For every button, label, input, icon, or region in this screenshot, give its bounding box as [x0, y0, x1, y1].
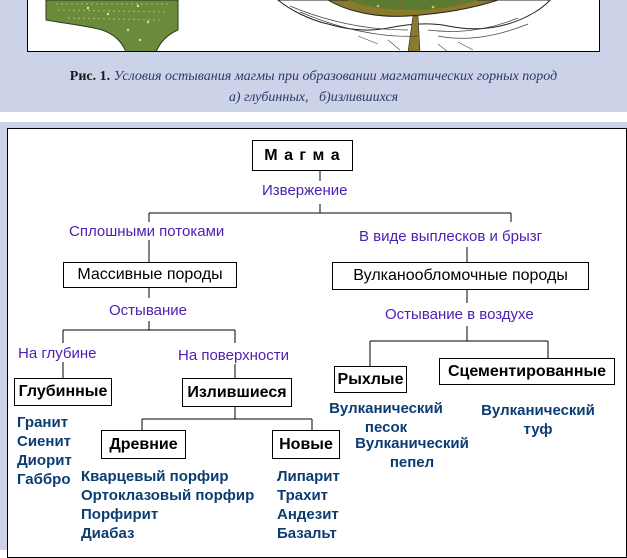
list-item: Диабаз [81, 525, 135, 542]
new-rock-examples: Липарит Трахит Андезит Базальт [277, 467, 340, 543]
list-item: Ортоклазовый порфир [81, 487, 255, 504]
splash-label: В виде выплесков и брызг [359, 228, 543, 245]
eruption-label: Извержение [262, 182, 348, 199]
ancient-rocks-box: Древние [101, 430, 186, 459]
cooling-label: Остывание [109, 302, 187, 319]
caption-label: Рис. 1. [69, 69, 111, 84]
list-item: Андезит [277, 506, 339, 523]
figure-illustration [27, 0, 600, 52]
deep-rock-examples: Гранит Сиенит Диорит Габбро [17, 413, 72, 489]
list-item: Вулканический [481, 402, 595, 419]
list-item: пепел [389, 454, 435, 471]
list-item: Вулканический [355, 435, 469, 452]
list-item: Габбро [17, 471, 71, 488]
cemented-rock-examples: Вулканический туф [474, 401, 602, 439]
loose-rock-examples-2: Вулканический пепел [348, 434, 476, 472]
magma-cross-section-illustration [45, 0, 551, 51]
continuous-flow-label: Сплошными потоками [69, 223, 225, 240]
cooling-in-air-label: Остывание в воздухе [385, 306, 534, 323]
figure-panel: Рис. 1. Условия остывания магмы при обра… [0, 0, 627, 112]
deep-rocks-box: Глубинные [14, 378, 112, 406]
volcanoclastic-rocks-box: Вулканообломочные породы [332, 262, 589, 290]
list-item: Диорит [17, 452, 72, 469]
list-item: Липарит [277, 468, 340, 485]
loose-rock-examples: Вулканический песок [322, 399, 450, 437]
at-depth-label: На глубине [18, 345, 97, 362]
ancient-rock-examples: Кварцевый порфир Ортоклазовый порфир Пор… [81, 467, 254, 543]
classification-diagram: М а г м а Извержение Сплошными потоками … [7, 128, 627, 558]
figure-caption: Рис. 1. Условия остывания магмы при обра… [0, 66, 627, 108]
diagram-panel: М а г м а Извержение Сплошными потоками … [0, 122, 627, 558]
magma-box: М а г м а [252, 140, 353, 171]
list-item: Трахит [277, 487, 329, 504]
list-item: Базальт [277, 525, 337, 542]
loose-rocks-box: Рыхлые [334, 366, 407, 393]
at-surface-label: На поверхности [178, 347, 289, 364]
effusive-rocks-box: Излившиеся [182, 378, 292, 407]
list-item: Вулканический [329, 400, 443, 417]
caption-line-1: Условия остывания магмы при образовании … [113, 69, 558, 84]
list-item: Сиенит [17, 433, 72, 450]
list-item: Гранит [17, 414, 69, 431]
list-item: Порфирит [81, 506, 159, 523]
effusive-volcano-drawing [277, 0, 551, 51]
list-item: песок [364, 419, 408, 436]
connector-lines [62, 170, 549, 430]
list-item: туф [523, 421, 553, 438]
new-rocks-box: Новые [272, 430, 340, 459]
panel-separator [0, 112, 627, 122]
caption-line-2: а) глубинных, б)излившихся [228, 90, 399, 105]
massive-rocks-box: Массивные породы [63, 262, 237, 288]
deep-intrusion-drawing [45, 0, 179, 51]
cemented-rocks-box: Сцементированные [439, 358, 615, 385]
list-item: Кварцевый порфир [81, 468, 229, 485]
